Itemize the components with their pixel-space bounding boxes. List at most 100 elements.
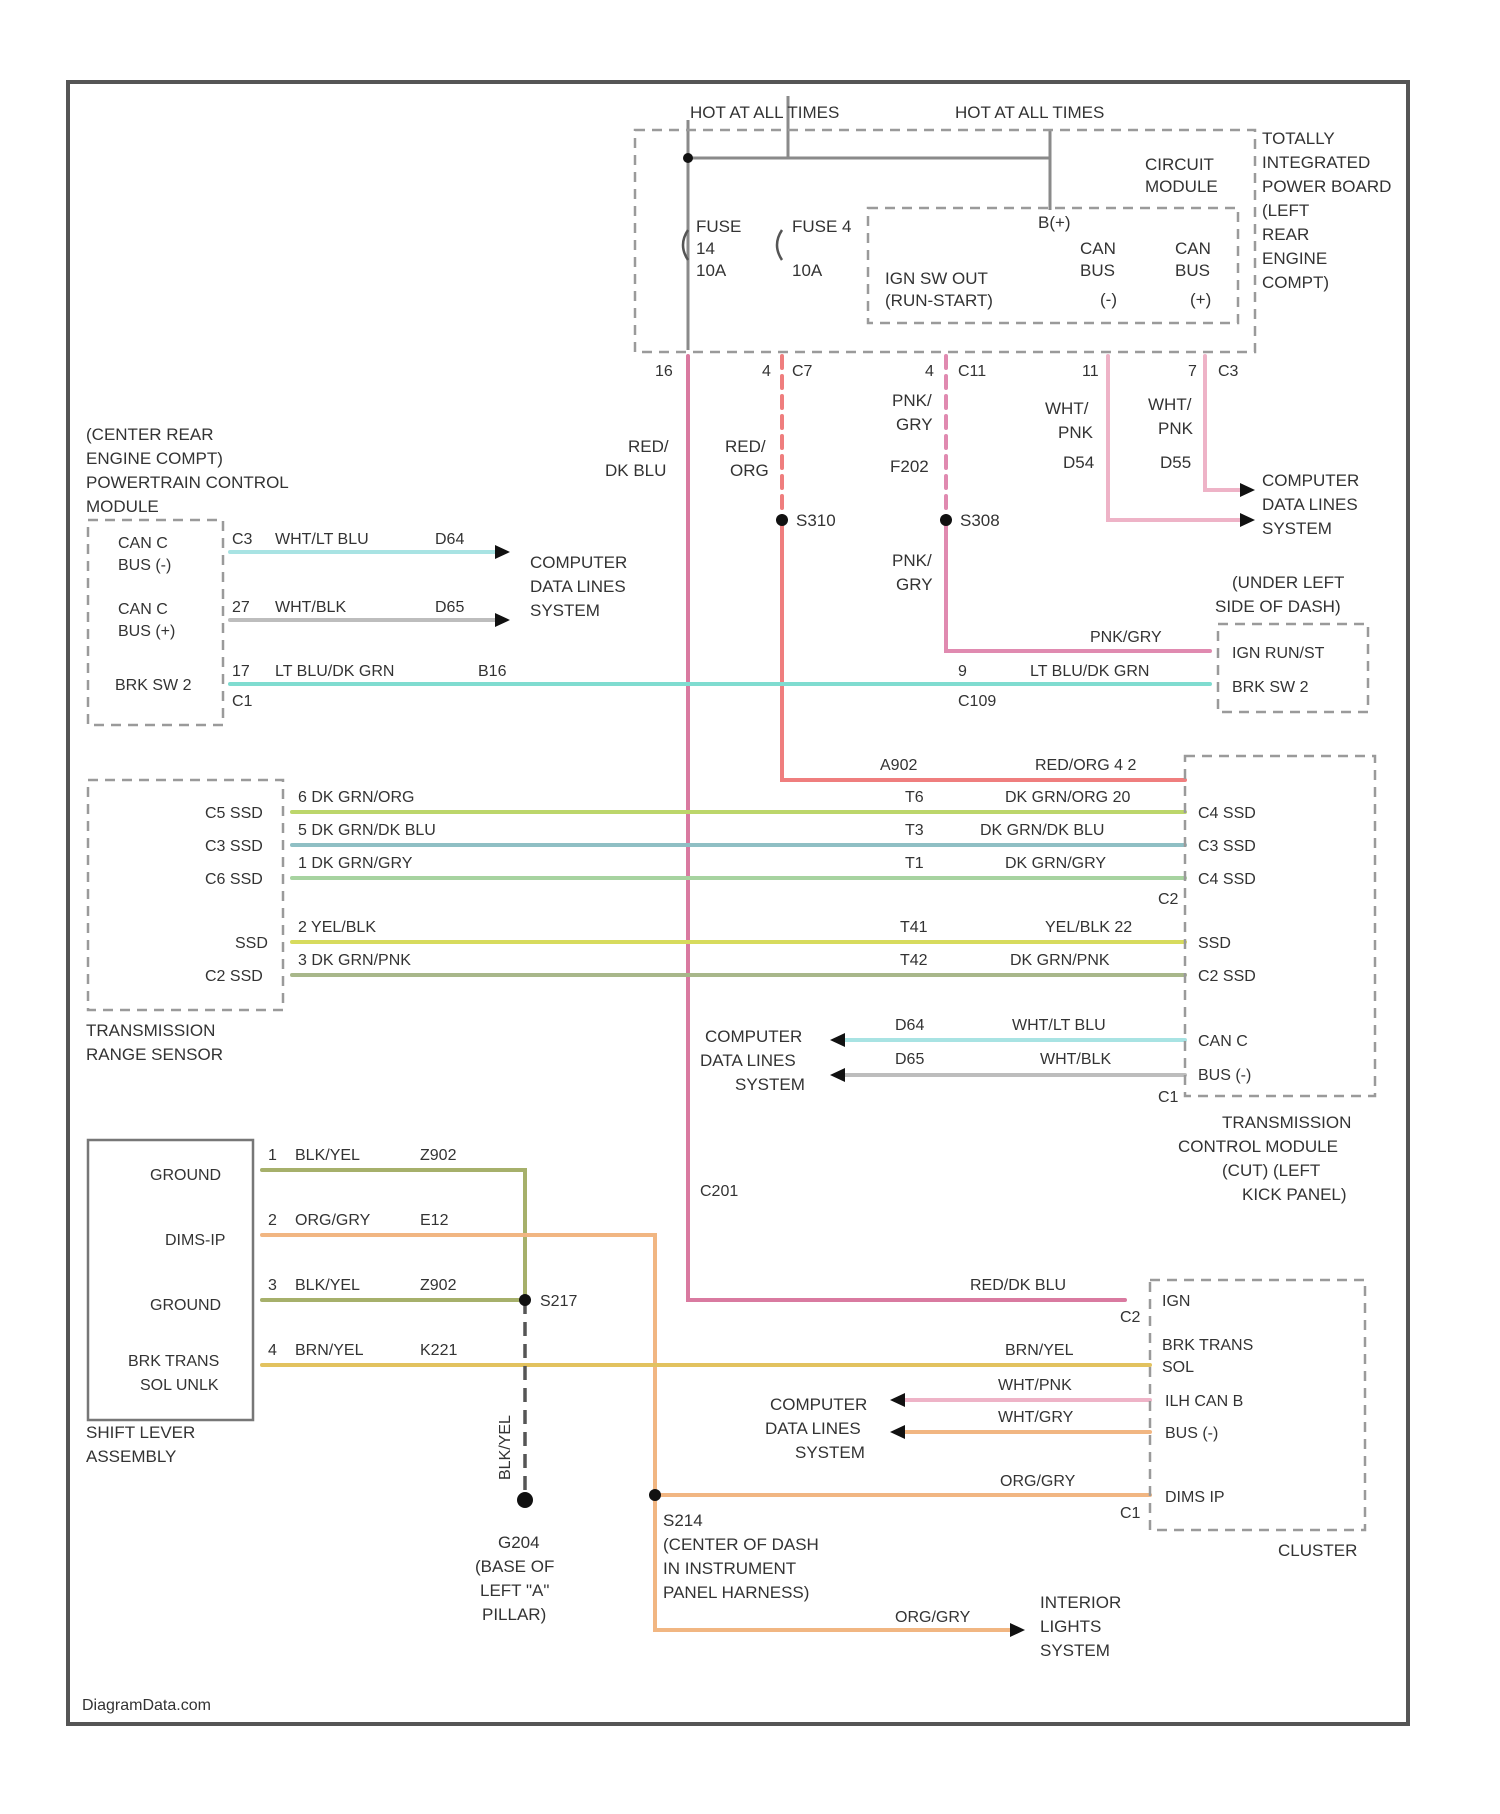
splice-s310 [776,514,788,526]
cluster-wire-ign: RED/DK BLU [970,1277,1066,1294]
tcm-can-pin-2: BUS (-) [1198,1067,1251,1084]
arrow-tipm-1 [1240,483,1255,497]
pcm-pin-1-name-2: BUS (-) [118,557,171,574]
ign-label-2: (RUN-START) [885,291,993,310]
shift-w4-circuit: K221 [420,1342,457,1359]
pcm-label-1: (CENTER REAR [86,425,214,444]
brake-switch-label-2: SIDE OF DASH) [1215,597,1341,616]
pcm-pin-3-name: BRK SW 2 [115,677,192,694]
computer-data-4-l1: COMPUTER [770,1395,867,1414]
trs-wire-4-left: 2 YEL/BLK [298,919,376,936]
wire-wht-pnk-d54 [1108,356,1240,520]
hot-at-all-times-1: HOT AT ALL TIMES [690,103,839,122]
trs-pin-2: C3 SSD [205,838,263,855]
circuit-module-label-2: MODULE [1145,177,1218,196]
trs-wire-4-right: YEL/BLK 22 [1045,919,1132,936]
pin-4-c7: 4 [762,363,771,380]
tcm-pin-3: C4 SSD [1198,871,1256,888]
tipm-label-6: ENGINE [1262,249,1327,268]
splices [517,153,952,1508]
tcm-label-3: (CUT) (LEFT [1222,1161,1320,1180]
c109-pin: 9 [958,663,967,680]
shift-w2-circuit: E12 [420,1212,449,1229]
splice-tipm-top [683,153,693,163]
interior-label-2: LIGHTS [1040,1617,1101,1636]
wire-label-red-dk-blu-2: DK BLU [605,461,666,480]
pcm-pin-3-num: 17 [232,663,250,680]
cluster-pin-sol: SOL [1162,1359,1194,1376]
c201-label: C201 [700,1183,738,1200]
tipm-label: TOTALLY INTEGRATED POWER BOARD (LEFT REA… [1262,129,1391,292]
pcm-pin-2-name-2: BUS (+) [118,623,175,640]
arrow-tcm-1 [830,1033,845,1047]
pin-4-c11: 4 [925,363,934,380]
trs-wire-1-left: 6 DK GRN/ORG [298,789,414,806]
c109-label: C109 [958,693,996,710]
brake-switch-wire-2: LT BLU/DK GRN [1030,663,1149,680]
tipm-label-7: COMPT) [1262,273,1329,292]
ign-label-1: IGN SW OUT [885,269,988,288]
computer-data-1-l3: SYSTEM [1262,519,1332,538]
wire-label-pnk-gry-2: GRY [896,415,933,434]
interior-label-3: SYSTEM [1040,1641,1110,1660]
wire-label-pnk-gry-1: PNK/ [892,391,932,410]
s214-label-3: IN INSTRUMENT [663,1559,796,1578]
wire-label-wht-pnk-1: WHT/ [1045,399,1089,418]
bplus-label: B(+) [1038,213,1071,232]
trs-wire-2-circuit: T3 [905,822,924,839]
tcm-label-4: KICK PANEL) [1242,1185,1347,1204]
trs-label-1: TRANSMISSION [86,1021,215,1040]
trs-wire-1-right: DK GRN/ORG 20 [1005,789,1130,806]
fuse-4-rating: 10A [792,261,823,280]
fuse-14-number: 14 [696,239,715,258]
brake-switch-box [1218,624,1368,712]
pcm-label-2: ENGINE COMPT) [86,449,223,468]
shift-w4-num: 4 [268,1342,277,1359]
canbus1-l2: BUS [1080,261,1115,280]
pcm-pin-2-wire: WHT/BLK [275,599,346,616]
pcm-pin-3-wire: LT BLU/DK GRN [275,663,394,680]
wire-label-red-dk-blu-1: RED/ [628,437,669,456]
shift-w2-num: 2 [268,1212,277,1229]
trs-wire-2-left: 5 DK GRN/DK BLU [298,822,436,839]
fuse-4-label: FUSE 4 [792,217,852,236]
cluster-pin-brk: BRK TRANS [1162,1337,1253,1354]
wire-pnk-gry-lower [946,520,1210,651]
shift-label-2: ASSEMBLY [86,1447,176,1466]
splice-s308 [940,514,952,526]
shift-w1-color: BLK/YEL [295,1147,360,1164]
tcm-c1: C1 [1158,1089,1179,1106]
fuse-14-rating: 10A [696,261,727,280]
splice-s214 [649,1489,661,1501]
wire-label-f202: F202 [890,457,929,476]
pin-16: 16 [655,363,673,380]
cluster-c1: C1 [1120,1505,1141,1522]
shift-w1-num: 1 [268,1147,277,1164]
trs-wire-5-right: DK GRN/PNK [1010,952,1110,969]
pcm-label-3: POWERTRAIN CONTROL [86,473,289,492]
shift-w3-color: BLK/YEL [295,1277,360,1294]
cluster-wire-can2: WHT/GRY [998,1409,1074,1426]
interior-label-1: INTERIOR [1040,1593,1121,1612]
wire-label-wht-pnk-4: PNK [1158,419,1194,438]
trs-wire-5-left: 3 DK GRN/PNK [298,952,411,969]
pcm-pin-2-num: 27 [232,599,250,616]
tcm-pin-2: C3 SSD [1198,838,1256,855]
cluster-c2: C2 [1120,1309,1141,1326]
interior-wire-label: ORG/GRY [895,1609,971,1626]
computer-data-1-l2: DATA LINES [1262,495,1358,514]
diagram-frame [68,82,1408,1724]
computer-data-3-l2: DATA LINES [700,1051,796,1070]
tcm-c2: C2 [1158,891,1179,908]
wire-label-d55: D55 [1160,453,1191,472]
fuse-4-symbol [777,230,782,260]
arrow-pcm-1 [495,545,510,559]
ground-wire-label: BLK/YEL [497,1415,514,1480]
conn-c7: C7 [792,363,813,380]
wire-label-wht-pnk-2: PNK [1058,423,1094,442]
pcm-label: (CENTER REAR ENGINE COMPT) POWERTRAIN CO… [86,425,289,516]
arrow-tcm-2 [830,1068,845,1082]
arrow-pcm-2 [495,613,510,627]
trs-wire-3-left: 1 DK GRN/GRY [298,855,413,872]
pcm-conn: C1 [232,693,253,710]
